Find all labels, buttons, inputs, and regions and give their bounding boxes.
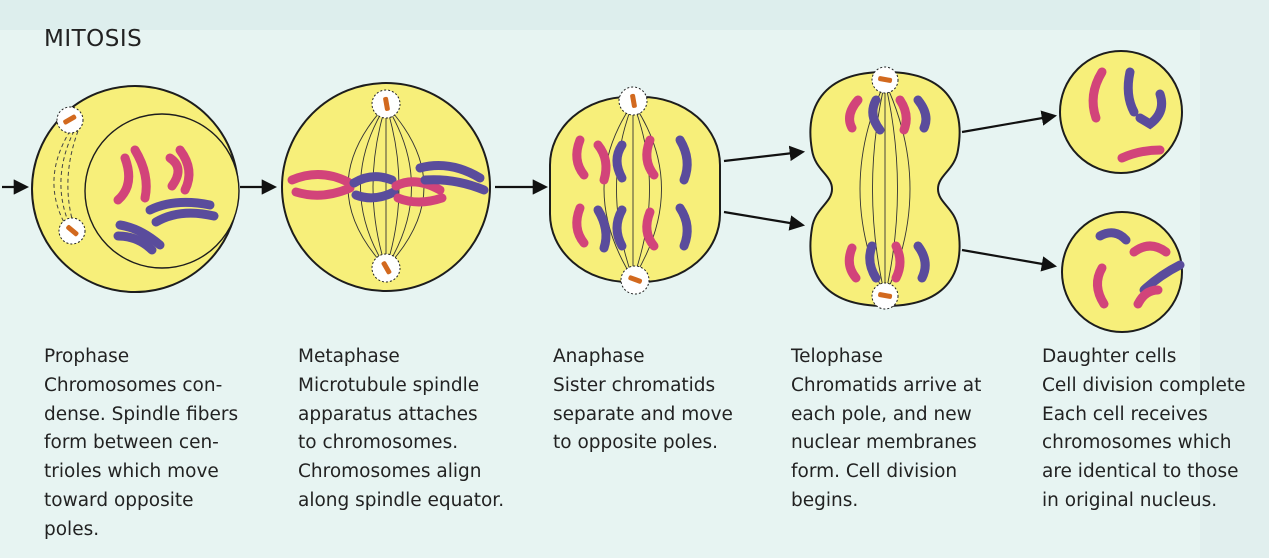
stage-line: Chromosomes align <box>298 458 504 487</box>
stage-line: Chromosomes con- <box>44 372 238 401</box>
stage-line: chromosomes which <box>1042 429 1246 458</box>
stage-line: toward opposite <box>44 487 238 516</box>
stage-line: each pole, and new <box>791 401 981 430</box>
stage-line: trioles which move <box>44 458 238 487</box>
stage-line: dense. Spindle fibers <box>44 401 238 430</box>
daughter-cell-top <box>1060 51 1182 173</box>
stage-line: along spindle equator. <box>298 487 504 516</box>
stage-line: Microtubule spindle <box>298 372 504 401</box>
stage-line: form between cen- <box>44 429 238 458</box>
stage-line: to opposite poles. <box>553 429 733 458</box>
centriole-bottom <box>621 266 649 294</box>
centriole-bottom <box>59 218 85 244</box>
centriole-top <box>872 67 898 93</box>
arrow-anaphase-to-telophase-bottom <box>724 212 802 225</box>
centriole-bottom <box>372 254 400 282</box>
mitosis-diagram <box>0 0 1269 340</box>
stage-prophase: Prophase Chromosomes con- dense. Spindle… <box>44 343 238 545</box>
prophase-cell <box>32 86 239 292</box>
telophase-cell <box>810 67 959 309</box>
stage-name: Prophase <box>44 343 238 372</box>
centriole-bottom <box>872 283 898 309</box>
stage-line: Cell division complete <box>1042 372 1246 401</box>
stage-name: Metaphase <box>298 343 504 372</box>
stage-line: Each cell receives <box>1042 401 1246 430</box>
stage-line: begins. <box>791 487 981 516</box>
stage-line: Chromatids arrive at <box>791 372 981 401</box>
stage-anaphase: Anaphase Sister chromatids separate and … <box>553 343 733 458</box>
stage-name: Daughter cells <box>1042 343 1246 372</box>
metaphase-cell <box>282 83 490 291</box>
stage-line: Sister chromatids <box>553 372 733 401</box>
anaphase-cell <box>550 87 720 294</box>
centriole-top <box>372 90 400 118</box>
arrow-telophase-to-daughter-top <box>962 116 1054 132</box>
centriole-top <box>619 87 647 115</box>
stage-line: in original nucleus. <box>1042 487 1246 516</box>
stage-line: separate and move <box>553 401 733 430</box>
stage-telophase: Telophase Chromatids arrive at each pole… <box>791 343 981 516</box>
stage-line: form. Cell division <box>791 458 981 487</box>
arrow-telophase-to-daughter-bottom <box>962 250 1054 266</box>
stage-line: to chromosomes. <box>298 429 504 458</box>
stage-line: are identical to those <box>1042 458 1246 487</box>
arrow-anaphase-to-telophase-top <box>724 152 802 161</box>
stage-name: Telophase <box>791 343 981 372</box>
stage-line: apparatus attaches <box>298 401 504 430</box>
stage-name: Anaphase <box>553 343 733 372</box>
stage-daughter-cells: Daughter cells Cell division complete Ea… <box>1042 343 1246 516</box>
stage-metaphase: Metaphase Microtubule spindle apparatus … <box>298 343 504 516</box>
stage-line: nuclear membranes <box>791 429 981 458</box>
stage-line: poles. <box>44 516 238 545</box>
centriole-top <box>57 107 83 133</box>
daughter-cell-bottom <box>1062 212 1182 332</box>
